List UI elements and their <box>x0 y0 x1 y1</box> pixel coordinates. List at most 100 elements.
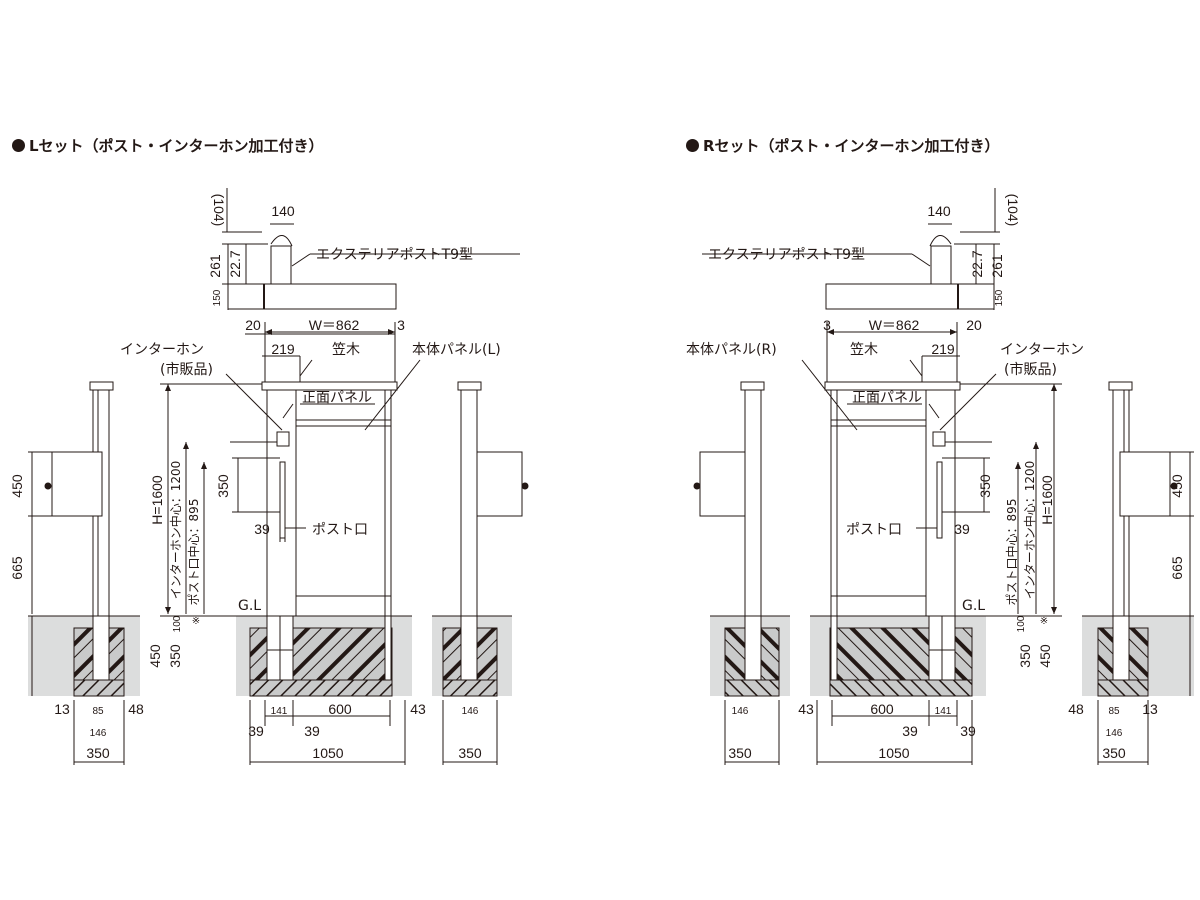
intercom-label: インターホン <box>120 342 204 358</box>
dim-39-b: 39 <box>960 723 976 739</box>
body-panel-label: 本体パネル(L) <box>412 342 501 358</box>
left-set-drawing <box>28 188 529 765</box>
leader-line <box>909 359 923 377</box>
dim-350-bottom: 350 <box>167 644 183 668</box>
left-set-title-text: Lセット（ポスト・インターホン加工付き） <box>29 137 324 155</box>
dim-600: 600 <box>870 701 894 717</box>
dim-146-side: 146 <box>462 706 479 717</box>
dim-13: 13 <box>1142 701 1158 717</box>
left-front-elevation <box>225 359 421 617</box>
side-post-ground <box>1112 615 1130 681</box>
dim-140: 140 <box>271 203 295 219</box>
dim-h1600: H=1600 <box>1039 475 1055 525</box>
side-footing <box>442 679 498 697</box>
side-post-ground <box>92 615 110 681</box>
leader-line <box>291 253 311 267</box>
post-center-dim: ポスト口中心：895 <box>186 499 201 606</box>
bullet-icon <box>12 139 25 152</box>
dim-104: (104) <box>211 194 227 227</box>
dim-104: (104) <box>1005 194 1021 227</box>
gl-label: G.L <box>962 598 985 614</box>
mailbox-knob <box>44 482 52 490</box>
leader-line <box>801 359 858 431</box>
dim-22-7: 22.7 <box>227 250 243 277</box>
dim-600: 600 <box>328 701 352 717</box>
dim-350-side: 350 <box>458 745 482 761</box>
right-set-text: (104) 140 261 22.7 150 エクステリアポストT9型 3 W＝… <box>686 194 1185 761</box>
intercom-label: インターホン <box>1000 342 1084 358</box>
body-panel-label: 本体パネル(R) <box>686 342 777 358</box>
dim-261: 261 <box>989 254 1005 278</box>
side-mailbox <box>51 451 103 517</box>
leader-line <box>225 373 283 431</box>
left-plan-view <box>222 188 520 310</box>
leader-line <box>939 373 997 431</box>
side-footing <box>1097 679 1149 697</box>
dim-450-bottom: 450 <box>1037 644 1053 668</box>
right-panel-body <box>830 389 956 617</box>
gl-label: G.L <box>238 598 261 614</box>
dim-350-width: 350 <box>86 745 110 761</box>
right-footing <box>829 679 973 697</box>
dim-450: 450 <box>1169 474 1185 498</box>
side-mailbox <box>1119 451 1171 517</box>
dim-22-7: 22.7 <box>969 250 985 277</box>
dim-450: 450 <box>9 474 25 498</box>
dim-146: 146 <box>90 728 107 739</box>
dim-1050: 1050 <box>878 745 909 761</box>
side-post-ground <box>744 615 762 681</box>
asterisk-mark: ※ <box>1040 616 1048 627</box>
left-intercom-box <box>276 431 290 447</box>
dim-w862: W＝862 <box>309 317 360 333</box>
dim-141: 141 <box>935 706 952 717</box>
dim-39: 39 <box>954 521 970 537</box>
dim-20: 20 <box>245 317 261 333</box>
dim-350-width: 350 <box>1102 745 1126 761</box>
side-cap <box>740 381 765 391</box>
right-intercom-box <box>932 431 946 447</box>
right-set-drawing <box>693 188 1194 765</box>
side-cap <box>1108 381 1133 391</box>
front-panel-label: 正面パネル <box>302 390 372 406</box>
left-post-cap <box>270 235 293 247</box>
mailbox-knob <box>521 482 529 490</box>
right-set-title: Rセット（ポスト・インターホン加工付き） <box>686 135 1000 156</box>
dim-39-a: 39 <box>248 723 264 739</box>
left-post-slot <box>279 461 286 539</box>
dim-85: 85 <box>1108 706 1120 717</box>
right-set-title-text: Rセット（ポスト・インターホン加工付き） <box>703 137 1000 155</box>
dim-39-a: 39 <box>902 723 918 739</box>
side-footing <box>73 679 125 697</box>
intercom-center-dim: インターホン中心：1200 <box>168 461 183 600</box>
leader-line <box>364 359 421 431</box>
dim-261: 261 <box>207 254 223 278</box>
side-pillar <box>744 389 762 617</box>
intercom-center-dim: インターホン中心：1200 <box>1022 461 1037 600</box>
leader-line <box>282 403 294 419</box>
bullet-icon <box>686 139 699 152</box>
left-plan-base <box>227 283 397 310</box>
dim-100: 100 <box>1016 615 1027 632</box>
dim-3: 3 <box>397 317 405 333</box>
dim-39-b: 39 <box>304 723 320 739</box>
left-set-title: Lセット（ポスト・インターホン加工付き） <box>12 135 324 156</box>
side-mailbox <box>699 451 746 517</box>
post-slot-label: ポスト口 <box>312 522 368 538</box>
dim-h1600: H=1600 <box>149 475 165 525</box>
dim-146: 146 <box>1106 728 1123 739</box>
dim-43: 43 <box>798 701 814 717</box>
post-label: エクステリアポストT9型 <box>708 247 865 263</box>
kasagi-label: 笠木 <box>332 342 360 358</box>
dim-140: 140 <box>927 203 951 219</box>
dim-43: 43 <box>410 701 426 717</box>
left-footing <box>249 679 393 697</box>
leader-line <box>911 253 931 267</box>
dim-48: 48 <box>128 701 144 717</box>
dim-146-side: 146 <box>732 706 749 717</box>
dim-350-side: 350 <box>728 745 752 761</box>
left-post-plan <box>270 245 292 285</box>
intercom-sub-label: (市販品) <box>160 361 213 378</box>
mailbox-knob <box>693 482 701 490</box>
left-kasagi <box>261 381 398 391</box>
